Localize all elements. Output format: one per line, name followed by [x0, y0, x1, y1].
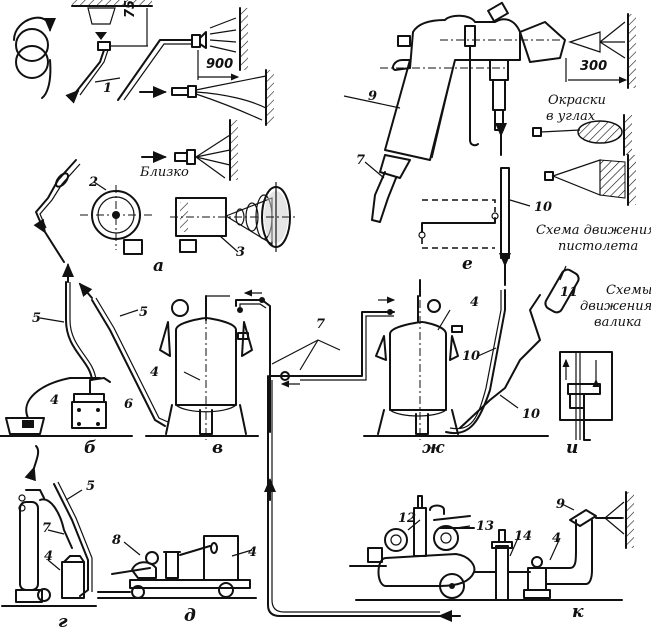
hand-pump — [0, 263, 133, 437]
callout-8: 8 — [112, 533, 122, 548]
callout-5-left: 5 — [32, 311, 42, 326]
panel-label-g: г — [58, 612, 68, 632]
hose-5 — [78, 282, 169, 427]
callout-9-compressor: 9 — [556, 497, 566, 512]
pressure-tank-v — [145, 289, 271, 440]
callout-4-compressor: 4 — [552, 531, 562, 546]
callout-13: 13 — [476, 519, 495, 534]
wall-spray-wand-sketch — [94, 7, 248, 101]
callout-4-tank-v: 4 — [150, 365, 160, 380]
ceiling-spray-sketch — [65, 0, 153, 104]
roller-with-hose — [445, 265, 580, 435]
callout-2: 2 — [89, 175, 99, 190]
close-spray-sketch — [141, 119, 238, 181]
dimension-750: 750 — [123, 0, 138, 18]
note-roller-motion-2: движения — [580, 299, 651, 314]
callout-4-cylinder: 4 — [44, 549, 54, 564]
dimension-900: 900 — [206, 57, 234, 72]
callout-7-gun: 7 — [356, 153, 366, 168]
callout-1: 1 — [103, 81, 113, 96]
panel-label-e: е — [462, 254, 473, 274]
callout-9-gun: 9 — [368, 89, 378, 104]
gun-motion-scheme — [418, 167, 531, 286]
panel-label-i: и — [566, 438, 579, 458]
panel-label-k: к — [572, 602, 584, 622]
callout-6: 6 — [124, 397, 134, 412]
air-line-7 — [264, 339, 461, 622]
cylinder-unit-g — [1, 445, 97, 607]
panel-label-zh: ж — [422, 438, 445, 458]
callout-10-hose: 10 — [462, 349, 481, 364]
note-roller-motion-1: Схемы — [606, 283, 651, 298]
spray-gun — [343, 1, 636, 223]
compressor-unit-k — [349, 491, 634, 601]
note-gun-motion-1: Схема движения — [536, 223, 651, 238]
note-roller-motion-3: валика — [594, 315, 642, 330]
nozzle-cone-view — [170, 182, 295, 253]
callout-14: 14 — [514, 529, 533, 544]
callout-5-cylinder: 5 — [86, 479, 96, 494]
roller-motion-scheme — [559, 351, 613, 441]
callout-12: 12 — [398, 511, 417, 526]
cart-unit-d — [97, 535, 257, 599]
callout-4-tank-zh: 4 — [470, 295, 480, 310]
streak-spray-sketch — [139, 69, 274, 126]
callout-7-cylinder: 7 — [42, 521, 52, 536]
callout-10-gun: 10 — [534, 200, 553, 215]
note-gun-motion-2: пистолета — [558, 239, 639, 254]
note-corners-1: Окраски — [548, 93, 606, 108]
note-close: Близко — [140, 165, 189, 180]
callout-11: 11 — [560, 285, 579, 300]
callout-10-roller: 10 — [522, 407, 541, 422]
circular-motion-symbol — [13, 16, 56, 99]
callout-5-right: 5 — [139, 305, 149, 320]
corner-spray-sketches — [532, 114, 636, 206]
dimension-300: 300 — [580, 59, 608, 74]
panel-label-a: а — [153, 256, 165, 276]
spray-wand — [33, 159, 81, 263]
note-corners-2: в углах — [546, 109, 596, 124]
panel-label-b: б — [84, 438, 97, 458]
pressure-tank-zh — [299, 279, 549, 440]
nozzle-front-view — [80, 181, 152, 255]
panel-label-v: в — [212, 438, 224, 458]
callout-4-cart: 4 — [248, 545, 258, 560]
callout-7-center: 7 — [316, 317, 326, 332]
callout-3: 3 — [236, 245, 246, 260]
panel-label-d: д — [184, 606, 196, 626]
callout-4-pump: 4 — [50, 393, 60, 408]
